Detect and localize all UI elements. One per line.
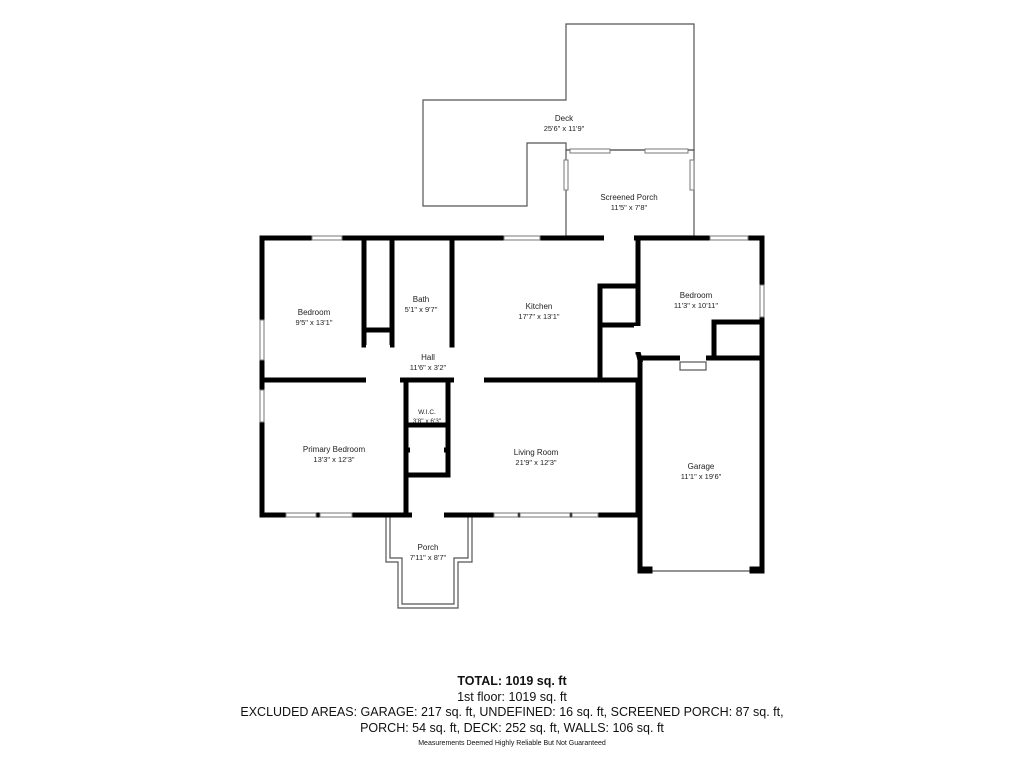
porch-dims: 7'11" x 8'7" — [410, 553, 447, 562]
interior-walls — [259, 237, 765, 518]
floor-plan: Deck 25'6" x 11'9" Screened Porch 11'5" … — [259, 23, 765, 609]
bedroom-right-dims: 11'3" x 10'11" — [674, 301, 719, 310]
garage-walls — [637, 357, 765, 574]
primary-bedroom-dims: 13'3" x 12'3" — [313, 455, 354, 464]
floor-area: 1st floor: 1019 sq. ft — [457, 689, 567, 704]
total-area: TOTAL: 1019 sq. ft — [457, 674, 567, 688]
living-room-label: Living Room — [514, 448, 559, 457]
excluded-areas-line-2: PORCH: 54 sq. ft, DECK: 252 sq. ft, WALL… — [360, 720, 664, 735]
deck-dims: 25'6" x 11'9" — [544, 124, 585, 133]
bedroom-right-label: Bedroom — [680, 291, 713, 300]
area-summary: TOTAL: 1019 sq. ft 1st floor: 1019 sq. f… — [0, 674, 1024, 750]
disclaimer: Measurements Deemed Highly Reliable But … — [418, 740, 606, 747]
wic-label: W.I.C. — [418, 409, 436, 416]
living-room-dims: 21'9" x 12'3" — [515, 458, 556, 467]
bath-dims: 5'1" x 9'7" — [405, 305, 438, 314]
openings — [259, 234, 765, 519]
hall-dims: 11'6" x 3'2" — [410, 363, 447, 372]
screened-porch-dims: 11'5" x 7'8" — [611, 203, 648, 212]
kitchen-dims: 17'7" x 13'1" — [518, 312, 559, 321]
deck-label: Deck — [555, 114, 574, 123]
primary-bedroom-label: Primary Bedroom — [303, 445, 366, 454]
garage-label: Garage — [688, 462, 715, 471]
hall-label: Hall — [421, 353, 435, 362]
screened-porch-label: Screened Porch — [600, 193, 657, 202]
deck-outline — [422, 23, 695, 207]
bedroom-left-dims: 9'5" x 13'1" — [296, 318, 333, 327]
porch-label: Porch — [418, 543, 439, 552]
bedroom-left-label: Bedroom — [298, 308, 331, 317]
kitchen-label: Kitchen — [526, 302, 553, 311]
porch-outline — [385, 515, 473, 609]
excluded-areas-line-1: EXCLUDED AREAS: GARAGE: 217 sq. ft, UNDE… — [240, 705, 784, 719]
bath-label: Bath — [413, 295, 429, 304]
wic-dims: 3'8" x 6'3" — [413, 418, 442, 425]
garage-dims: 11'1" x 19'6" — [681, 472, 722, 481]
